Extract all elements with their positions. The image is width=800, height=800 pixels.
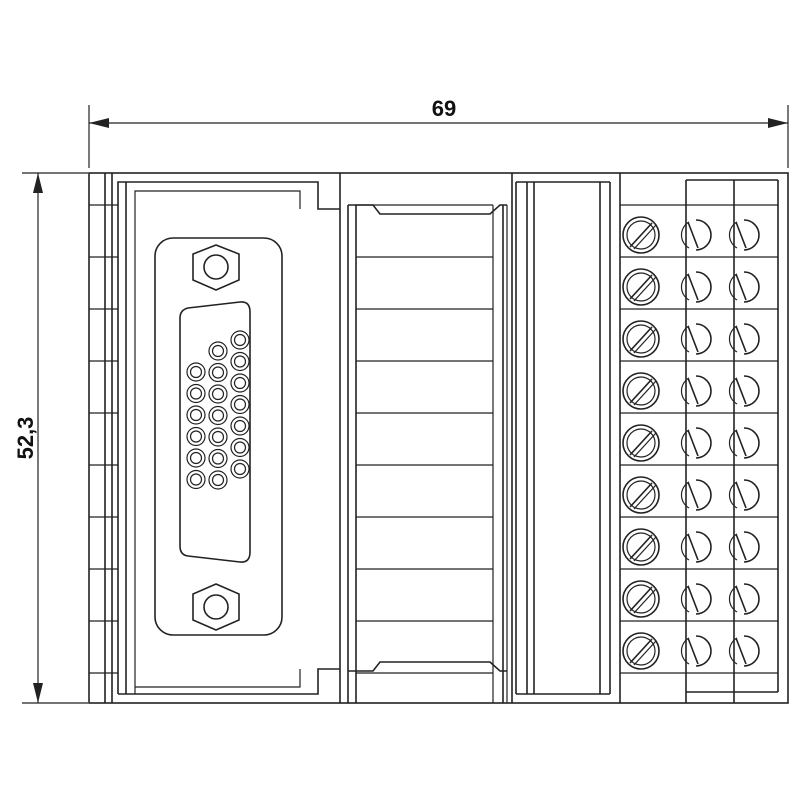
height-dimension: 52,3 bbox=[13, 172, 88, 704]
connector-pin bbox=[186, 362, 206, 382]
terminal-screw bbox=[622, 632, 660, 670]
clamp-screw bbox=[680, 323, 712, 355]
connector-frame-bottom bbox=[118, 668, 340, 695]
clamp-screw bbox=[728, 583, 760, 615]
width-label: 69 bbox=[432, 96, 456, 121]
connector-pin bbox=[230, 394, 250, 415]
clamp-screw bbox=[728, 635, 760, 667]
width-arrow-right bbox=[768, 118, 788, 128]
terminal-screw bbox=[622, 216, 660, 254]
height-label: 52,3 bbox=[13, 417, 38, 460]
clamp-screw bbox=[728, 323, 760, 355]
height-arrow-top bbox=[33, 173, 43, 193]
connector-pins bbox=[186, 330, 250, 490]
connector-pin bbox=[186, 405, 206, 425]
clamp-screw bbox=[680, 427, 712, 459]
connector-plate-bottom bbox=[135, 669, 301, 688]
channel-top-lip bbox=[348, 204, 507, 215]
connector-shell bbox=[179, 301, 251, 563]
connector-pin bbox=[208, 470, 228, 490]
connector-pin bbox=[230, 437, 250, 458]
connector-pin bbox=[186, 469, 206, 490]
connector-pin bbox=[208, 341, 228, 361]
clamp-screw bbox=[680, 583, 712, 615]
terminal-screw bbox=[622, 268, 660, 306]
connector-pin bbox=[230, 416, 250, 436]
row-separators bbox=[89, 204, 778, 674]
terminal-screw bbox=[622, 424, 660, 462]
wire-channel bbox=[347, 181, 611, 703]
connector-pin bbox=[230, 373, 250, 393]
clamp-screw bbox=[728, 375, 760, 407]
clamp-screw bbox=[680, 479, 712, 511]
clamp-screw bbox=[680, 375, 712, 407]
connector-pin bbox=[230, 459, 250, 479]
terminal-screw bbox=[622, 580, 660, 618]
clamp-screw bbox=[680, 531, 712, 563]
connector-pin bbox=[230, 330, 250, 350]
connector-pin bbox=[230, 351, 250, 372]
connector-flange bbox=[154, 237, 283, 636]
clamp-screw bbox=[680, 219, 712, 251]
terminal-screw bbox=[622, 372, 660, 410]
clamp-screw bbox=[728, 271, 760, 303]
connector-pin bbox=[208, 405, 228, 426]
screw-terminals bbox=[622, 216, 760, 670]
connector-pin bbox=[186, 448, 206, 468]
housing-outline bbox=[88, 172, 789, 704]
housing bbox=[88, 172, 789, 704]
connector-pin bbox=[208, 427, 228, 447]
clamp-screw bbox=[680, 635, 712, 667]
connector-frame-top bbox=[117, 181, 340, 694]
clamp-screw bbox=[728, 219, 760, 251]
width-dimension: 69 bbox=[88, 96, 789, 168]
height-arrow-bottom bbox=[33, 683, 43, 703]
terminal-screw bbox=[622, 476, 660, 514]
width-arrow-left bbox=[89, 118, 109, 128]
connector-pin bbox=[186, 426, 206, 447]
clamp-screw bbox=[728, 479, 760, 511]
clamp-screw bbox=[728, 427, 760, 459]
hex-nut-bottom bbox=[192, 583, 240, 631]
dsub-connector bbox=[154, 237, 283, 636]
connector-pin bbox=[186, 383, 206, 404]
channel-bottom-lip bbox=[348, 661, 507, 672]
connector-pin bbox=[208, 362, 228, 383]
connector-pin bbox=[208, 448, 228, 469]
clamp-screw bbox=[680, 271, 712, 303]
hex-nut-top bbox=[192, 244, 240, 291]
terminal-screw bbox=[622, 528, 660, 566]
connector-pin bbox=[208, 384, 228, 404]
clamp-screw bbox=[728, 531, 760, 563]
terminal-screw bbox=[622, 320, 660, 358]
connector-plate-top bbox=[134, 190, 301, 694]
